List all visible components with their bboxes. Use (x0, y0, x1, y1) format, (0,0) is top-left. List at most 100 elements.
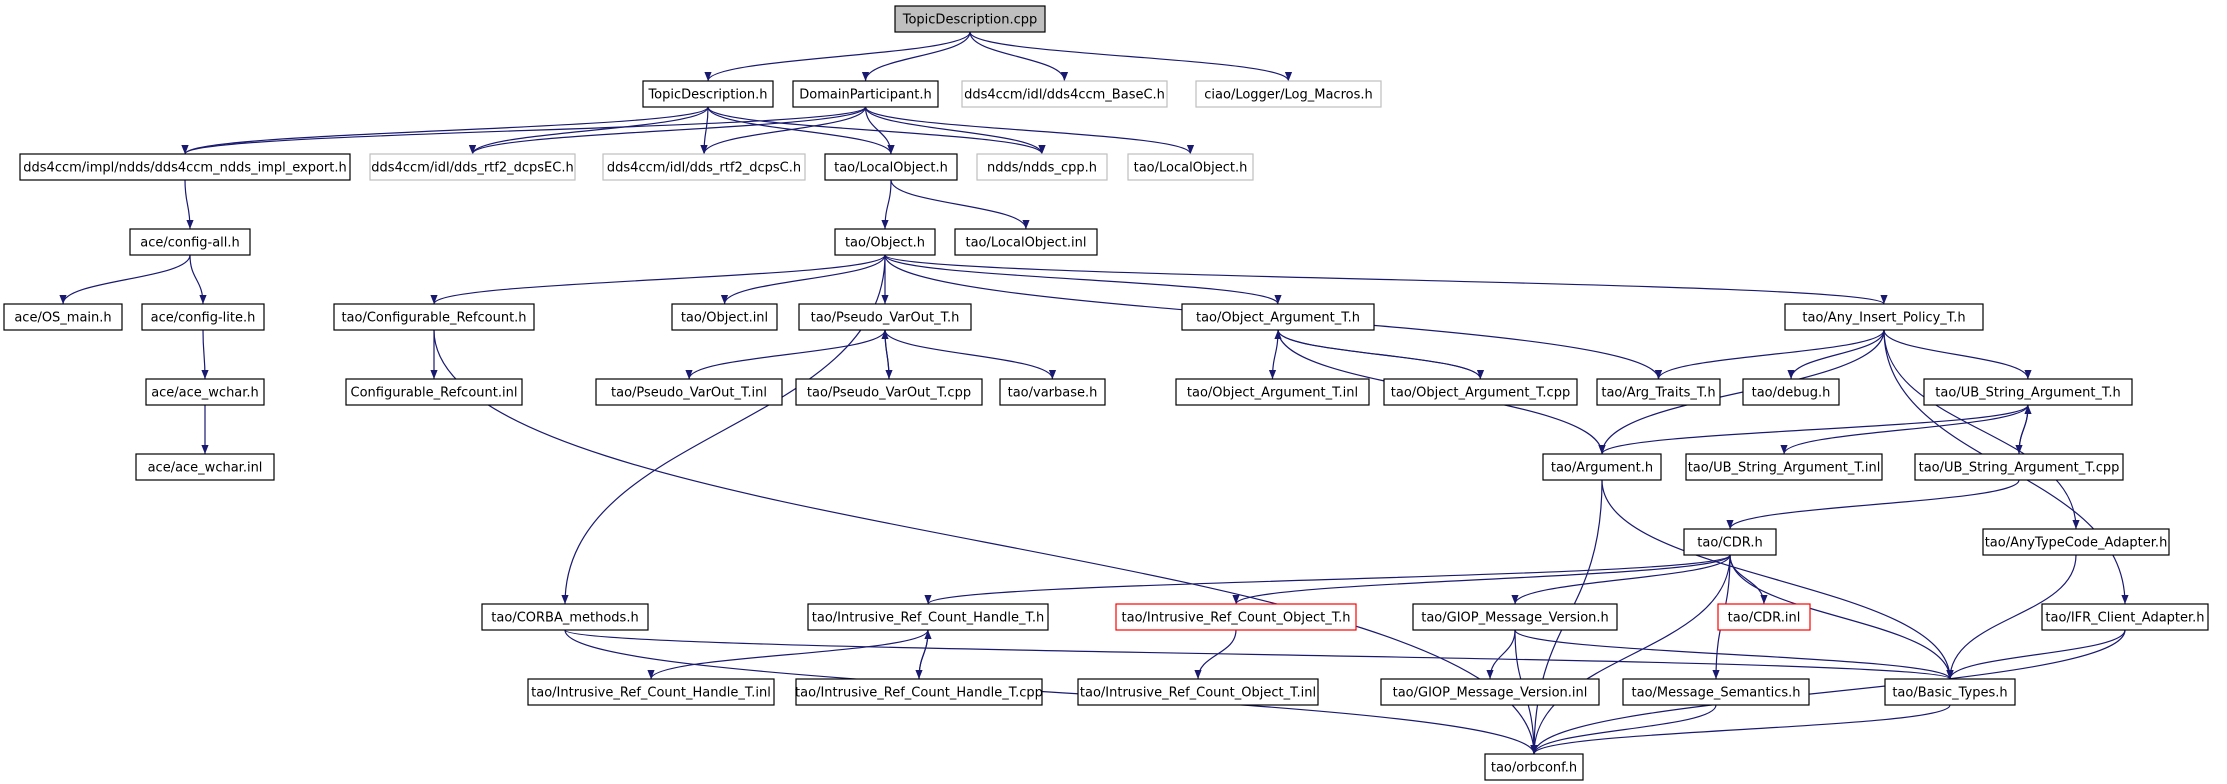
node-label: tao/Object.inl (681, 311, 768, 326)
node-label: tao/varbase.h (1008, 386, 1098, 401)
node-box (129, 228, 251, 256)
node-osmain[interactable]: ace/OS_main.h (3, 303, 123, 331)
node-cfgref[interactable]: tao/Configurable_Refcount.h (333, 303, 535, 331)
node-giop_inl[interactable]: tao/GIOP_Message_Version.inl (1380, 678, 1600, 706)
node-irco_h[interactable]: tao/Intrusive_Ref_Count_Object_T.h (1115, 603, 1357, 631)
node-debug[interactable]: tao/debug.h (1742, 378, 1840, 406)
edge-cdr_h-to-giop_h (1511, 554, 1731, 605)
node-dp_h[interactable]: DomainParticipant.h (792, 80, 939, 108)
edge-pvo_cpp-to-pvo_h (881, 329, 890, 380)
node-aip_h[interactable]: tao/Any_Insert_Policy_T.h (1784, 303, 1984, 331)
node-box (999, 378, 1106, 406)
node-label: tao/LocalObject.h (834, 161, 948, 176)
node-box (642, 80, 774, 108)
node-usat_cpp[interactable]: tao/UB_String_Argument_T.cpp (1914, 453, 2124, 481)
node-wchar_inl[interactable]: ace/ace_wchar.inl (135, 453, 275, 481)
node-label: TopicDescription.cpp (902, 13, 1038, 28)
node-usat_inl[interactable]: tao/UB_String_Argument_T.inl (1685, 453, 1883, 481)
node-oat_h[interactable]: tao/Object_Argument_T.h (1181, 303, 1375, 331)
node-box (2041, 603, 2209, 631)
node-oat_inl[interactable]: tao/Object_Argument_T.inl (1175, 378, 1370, 406)
edge-cdr_h-to-orbconf (1530, 554, 1731, 755)
node-corbam[interactable]: tao/CORBA_methods.h (481, 603, 649, 631)
node-box (795, 678, 1043, 706)
node-atca_h[interactable]: tao/AnyTypeCode_Adapter.h (1982, 528, 2170, 556)
node-box (976, 153, 1108, 181)
node-label: tao/Intrusive_Ref_Count_Handle_T.cpp (795, 686, 1043, 701)
node-label: tao/CDR.inl (1728, 611, 1801, 626)
node-label: Configurable_Refcount.inl (351, 386, 518, 401)
node-box (824, 153, 958, 181)
node-cfgall[interactable]: ace/config-all.h (129, 228, 251, 256)
edge-cdr_h-to-basic (1729, 554, 1954, 680)
node-cfglite[interactable]: ace/config-lite.h (141, 303, 265, 331)
node-td_h[interactable]: TopicDescription.h (642, 80, 774, 108)
node-cdr_inl[interactable]: tao/CDR.inl (1717, 603, 1811, 631)
node-box (894, 5, 1046, 33)
edge-td_h-to-nddscpp (707, 106, 1046, 155)
node-box (481, 603, 649, 631)
edge-export-to-cfgall (184, 179, 194, 230)
node-box (1412, 603, 1618, 631)
node-rtf2c[interactable]: dds4ccm/idl/dds_rtf2_dcpsC.h (602, 153, 806, 181)
edge-dp_h-to-export (181, 106, 867, 155)
edge-cfgall-to-osmain (59, 254, 191, 305)
node-box (527, 678, 775, 706)
node-box (792, 80, 939, 108)
node-pvo_inl[interactable]: tao/Pseudo_VarOut_T.inl (595, 378, 783, 406)
edge-msgsem-to-orbconf (1530, 704, 1717, 755)
edge-td_h-to-rtf2ec (468, 106, 709, 155)
edge-cdr_h-to-cdr_inl (1729, 554, 1768, 605)
edge-usat_cpp-to-usat_h (2018, 404, 2032, 455)
edge-giop_h-to-giop_inl (1486, 629, 1516, 680)
edge-obj_h-to-obj_inl (720, 254, 886, 305)
node-basic[interactable]: tao/Basic_Types.h (1884, 678, 2016, 706)
node-cdr_h[interactable]: tao/CDR.h (1683, 528, 1777, 556)
edge-basic-to-orbconf (1530, 704, 1951, 755)
node-box (141, 303, 265, 331)
node-box (1383, 378, 1578, 406)
node-msgsem[interactable]: tao/Message_Semantics.h (1622, 678, 1810, 706)
node-oat_cpp[interactable]: tao/Object_Argument_T.cpp (1383, 378, 1578, 406)
node-rtf2ec[interactable]: dds4ccm/idl/dds_rtf2_dcpsEC.h (369, 153, 576, 181)
node-lo_h[interactable]: tao/LocalObject.h (824, 153, 958, 181)
node-nddscpp[interactable]: ndds/ndds_cpp.h (976, 153, 1108, 181)
node-irch_cpp[interactable]: tao/Intrusive_Ref_Count_Handle_T.cpp (795, 678, 1043, 706)
edge-atca_h-to-basic (1946, 554, 2077, 680)
node-pvo_cpp[interactable]: tao/Pseudo_VarOut_T.cpp (795, 378, 983, 406)
edge-lo_h-to-lo_inl (890, 179, 1030, 230)
node-basec[interactable]: dds4ccm/idl/dds4ccm_BaseC.h (961, 80, 1168, 108)
edge-root-to-dp_h (861, 31, 971, 82)
node-label: ace/config-all.h (140, 236, 240, 251)
node-cfgref_inl[interactable]: Configurable_Refcount.inl (345, 378, 523, 406)
edge-obj_h-to-oat_h (884, 254, 1282, 305)
node-irco_inl[interactable]: tao/Intrusive_Ref_Count_Object_T.inl (1077, 678, 1319, 706)
node-obj_h[interactable]: tao/Object.h (834, 228, 936, 256)
edge-aip_h-to-argtraits (1654, 329, 1885, 380)
node-label: tao/Object_Argument_T.inl (1187, 386, 1358, 401)
node-export[interactable]: dds4ccm/impl/ndds/dds4ccm_ndds_impl_expo… (19, 153, 351, 181)
edge-pvo_h-to-varbase (884, 329, 1057, 380)
node-usat_h[interactable]: tao/UB_String_Argument_T.h (1923, 378, 2133, 406)
node-ifr_h[interactable]: tao/IFR_Client_Adapter.h (2041, 603, 2209, 631)
node-irch_h[interactable]: tao/Intrusive_Ref_Count_Handle_T.h (807, 603, 1049, 631)
node-label: tao/orbconf.h (1491, 761, 1577, 776)
node-label: tao/Pseudo_VarOut_T.h (811, 311, 960, 326)
node-obj_inl[interactable]: tao/Object.inl (671, 303, 778, 331)
edge-dp_h-to-lo_h (864, 106, 895, 155)
node-lo_h2[interactable]: tao/LocalObject.h (1127, 153, 1254, 181)
node-irch_inl[interactable]: tao/Intrusive_Ref_Count_Handle_T.inl (527, 678, 775, 706)
edge-corbam-to-orbconf (564, 629, 1538, 755)
node-argtraits[interactable]: tao/Arg_Traits_T.h (1596, 378, 1721, 406)
node-arg_h[interactable]: tao/Argument.h (1542, 453, 1662, 481)
node-label: tao/Configurable_Refcount.h (341, 311, 526, 326)
node-box (807, 603, 1049, 631)
node-logmac[interactable]: ciao/Logger/Log_Macros.h (1195, 80, 1382, 108)
node-label: tao/debug.h (1752, 386, 1831, 401)
node-orbconf[interactable]: tao/orbconf.h (1484, 753, 1584, 781)
node-wchar_h[interactable]: ace/ace_wchar.h (145, 378, 265, 406)
node-pvo_h[interactable]: tao/Pseudo_VarOut_T.h (798, 303, 972, 331)
node-varbase[interactable]: tao/varbase.h (999, 378, 1106, 406)
node-giop_h[interactable]: tao/GIOP_Message_Version.h (1412, 603, 1618, 631)
node-lo_inl[interactable]: tao/LocalObject.inl (954, 228, 1098, 256)
